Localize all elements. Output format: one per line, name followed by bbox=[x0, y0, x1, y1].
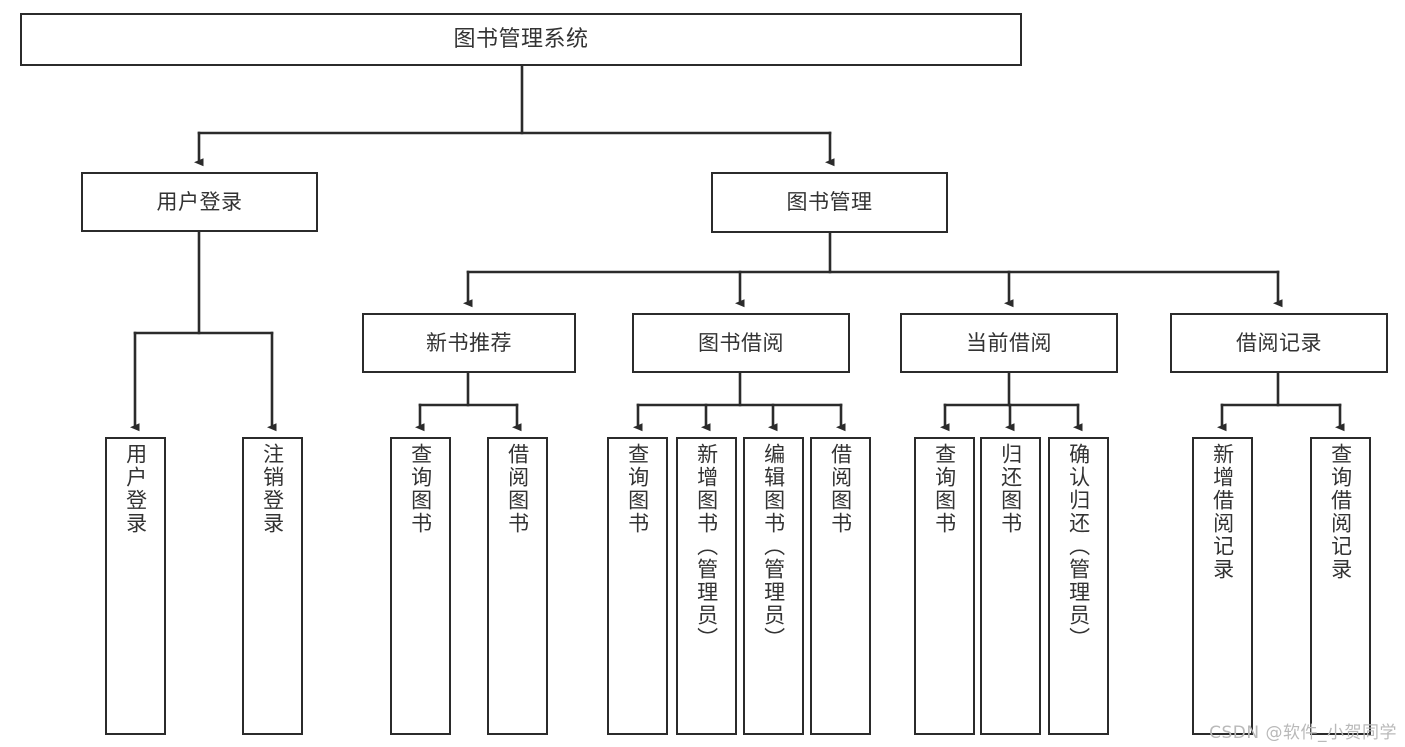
leaf-logout[interactable]: 注销登录 bbox=[242, 437, 303, 735]
csdn-watermark: CSDN @软件_小贺同学 bbox=[1209, 723, 1397, 743]
node-book-management[interactable]: 图书管理 bbox=[711, 172, 948, 233]
leaf-user-login[interactable]: 用户登录 bbox=[105, 437, 166, 735]
node-label: 归还图书 bbox=[998, 443, 1023, 535]
leaf-query-book-borrow[interactable]: 查询图书 bbox=[607, 437, 668, 735]
leaf-borrow-book[interactable]: 借阅图书 bbox=[810, 437, 871, 735]
node-label: 编辑图书（管理员） bbox=[761, 443, 786, 650]
node-label: 确认归还（管理员） bbox=[1066, 443, 1091, 650]
node-label: 查询借阅记录 bbox=[1328, 443, 1353, 581]
leaf-borrow-book-recommend[interactable]: 借阅图书 bbox=[487, 437, 548, 735]
node-label: 查询图书 bbox=[625, 443, 650, 535]
leaf-confirm-return-admin[interactable]: 确认归还（管理员） bbox=[1048, 437, 1109, 735]
node-label: 新增图书（管理员） bbox=[694, 443, 719, 650]
leaf-add-borrow-record[interactable]: 新增借阅记录 bbox=[1192, 437, 1253, 735]
leaf-return-book[interactable]: 归还图书 bbox=[980, 437, 1041, 735]
node-label: 图书借阅 bbox=[698, 330, 784, 355]
leaf-query-borrow-record[interactable]: 查询借阅记录 bbox=[1310, 437, 1371, 735]
leaf-edit-book-admin[interactable]: 编辑图书（管理员） bbox=[743, 437, 804, 735]
node-label: 新书推荐 bbox=[426, 330, 512, 355]
node-user-login[interactable]: 用户登录 bbox=[81, 172, 318, 232]
node-label: 查询图书 bbox=[408, 443, 433, 535]
node-current-borrow[interactable]: 当前借阅 bbox=[900, 313, 1118, 373]
node-label: 新增借阅记录 bbox=[1210, 443, 1235, 581]
node-borrow-record[interactable]: 借阅记录 bbox=[1170, 313, 1388, 373]
leaf-query-book-recommend[interactable]: 查询图书 bbox=[390, 437, 451, 735]
node-label: 用户登录 bbox=[156, 189, 243, 214]
node-label: 借阅图书 bbox=[505, 443, 530, 535]
node-root-system[interactable]: 图书管理系统 bbox=[20, 13, 1022, 66]
node-new-book-recommend[interactable]: 新书推荐 bbox=[362, 313, 576, 373]
leaf-add-book-admin[interactable]: 新增图书（管理员） bbox=[676, 437, 737, 735]
node-label: 查询图书 bbox=[932, 443, 957, 535]
node-label: 借阅记录 bbox=[1236, 330, 1322, 355]
node-label: 当前借阅 bbox=[966, 330, 1052, 355]
node-label: 借阅图书 bbox=[828, 443, 853, 535]
node-label: 图书管理 bbox=[786, 190, 873, 215]
node-label: 图书管理系统 bbox=[453, 26, 589, 52]
leaf-query-book-current[interactable]: 查询图书 bbox=[914, 437, 975, 735]
node-label: 注销登录 bbox=[260, 443, 285, 535]
node-label: 用户登录 bbox=[123, 443, 148, 535]
node-book-borrow[interactable]: 图书借阅 bbox=[632, 313, 850, 373]
